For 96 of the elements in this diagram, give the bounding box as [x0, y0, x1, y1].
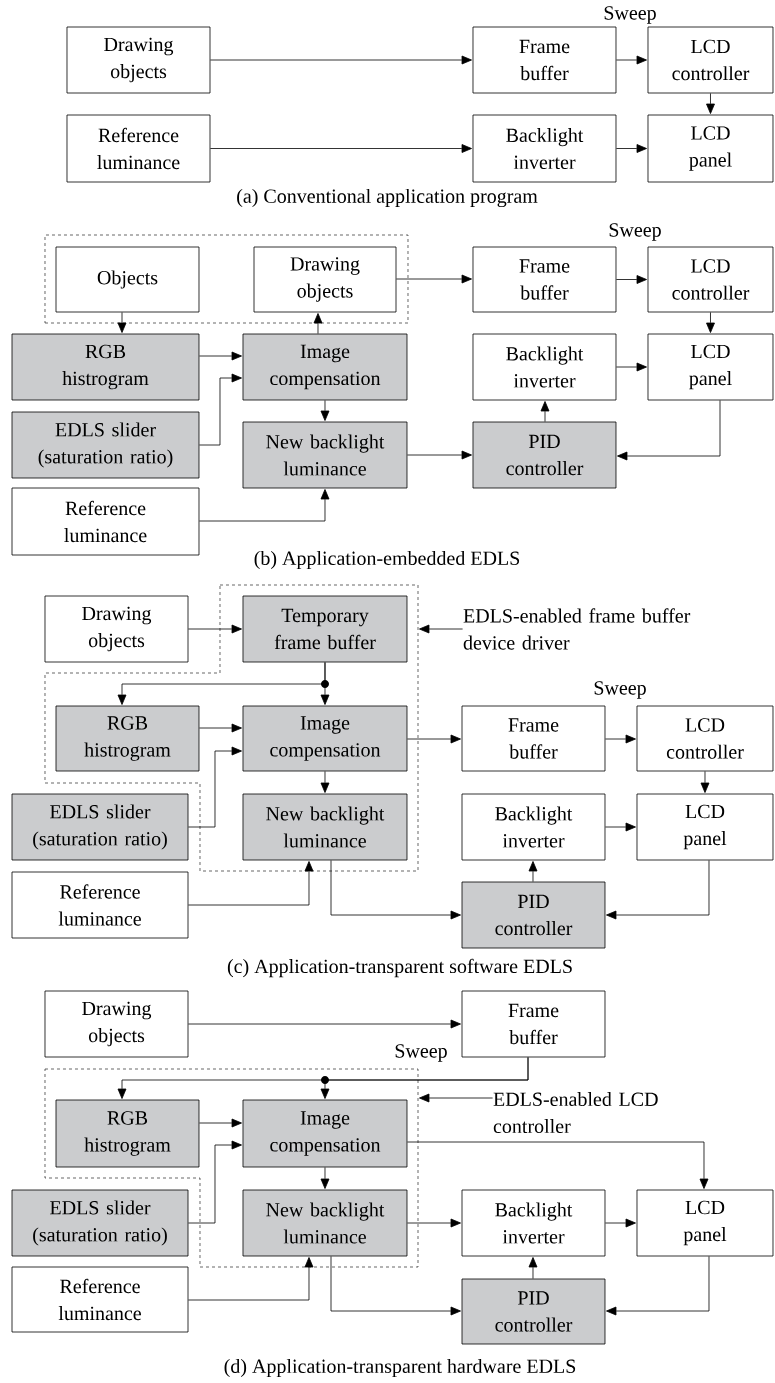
process-box: Reference luminance	[66, 114, 211, 183]
process-box: Temporary frame buffer	[242, 595, 408, 663]
arrow	[396, 274, 472, 284]
process-box: Reference luminance	[11, 1266, 189, 1333]
process-box: Drawing objects	[66, 26, 211, 94]
arrow	[199, 1118, 242, 1128]
arrow	[313, 313, 323, 334]
process-box: Frame buffer	[472, 26, 617, 94]
process-box: LCD panel	[647, 114, 774, 183]
process-box: Frame buffer	[461, 990, 606, 1058]
process-box: LCD panel	[647, 333, 774, 401]
arrow	[617, 400, 721, 461]
arrow	[117, 1057, 529, 1099]
arrow	[320, 1167, 330, 1189]
process-box: Backlight inverter	[472, 114, 617, 183]
caption: (a) Conventional application program	[237, 188, 538, 208]
process-box: LCD controller	[647, 26, 774, 94]
arrow	[419, 624, 463, 634]
arrow	[320, 400, 330, 421]
process-box: LCD controller	[647, 246, 774, 313]
arrow	[706, 93, 715, 114]
arrow	[528, 1257, 538, 1279]
arrow	[700, 771, 710, 793]
arrow	[407, 450, 472, 460]
process-box: Reference luminance	[11, 871, 189, 939]
process-box: Frame buffer	[461, 705, 606, 772]
process-box: Reference luminance	[11, 487, 200, 556]
annotation-text: EDLS-enabled LCD controller	[493, 1091, 658, 1134]
arrow	[605, 734, 636, 744]
caption: (d) Application-transparent hardware EDLS	[224, 1358, 576, 1378]
annotation-text: EDLS-enabled frame buffer device driver	[463, 608, 691, 650]
process-box: New backlight luminance	[242, 421, 408, 489]
sweep-label: Sweep	[594, 681, 646, 699]
arrow	[199, 489, 330, 522]
process-box: RGB histrogram	[55, 705, 200, 772]
sweep-label: Sweep	[604, 6, 656, 24]
arrow	[117, 662, 326, 705]
arrow	[616, 144, 647, 153]
process-box: LCD panel	[636, 793, 774, 861]
process-box: Backlight inverter	[472, 333, 617, 401]
arrow	[188, 746, 242, 828]
process-box: PID controller	[472, 421, 617, 489]
arrow	[616, 275, 647, 284]
process-box: Image compensation	[242, 1099, 408, 1168]
arrow	[616, 55, 647, 65]
arrow	[407, 1218, 461, 1228]
arrow	[199, 351, 242, 361]
process-box: Image compensation	[242, 333, 408, 401]
arrow	[188, 624, 242, 634]
process-box: Objects	[55, 246, 200, 313]
arrow	[407, 1141, 709, 1189]
sweep-label: Sweep	[609, 223, 661, 241]
dashed-group	[44, 234, 409, 324]
process-box: Drawing objects	[44, 990, 189, 1058]
process-box: EDLS slider (saturation ratio)	[11, 411, 200, 479]
arrow	[540, 401, 550, 422]
arrow	[616, 362, 647, 372]
arrow	[188, 1140, 242, 1224]
arrow	[605, 1218, 636, 1228]
process-box: PID controller	[461, 881, 606, 949]
arrow	[605, 822, 636, 832]
process-box: Image compensation	[242, 705, 408, 772]
arrow	[199, 723, 242, 733]
arrow	[188, 1019, 461, 1029]
arrow	[188, 861, 314, 906]
process-box: Drawing objects	[44, 595, 189, 663]
arrow	[706, 312, 715, 333]
arrow	[330, 860, 461, 920]
caption: (b) Application-embedded EDLS	[254, 550, 520, 570]
arrow	[117, 312, 127, 333]
sweep-label: Sweep	[395, 1044, 447, 1062]
caption: (c) Application-transparent software EDLS	[227, 958, 572, 978]
process-box: Drawing objects	[253, 246, 397, 313]
process-box: LCD panel	[636, 1189, 774, 1257]
process-box: New backlight luminance	[242, 1189, 408, 1257]
arrow	[210, 55, 472, 65]
arrow	[528, 861, 538, 882]
arrow	[320, 771, 330, 793]
arrow	[606, 1256, 710, 1316]
arrow	[606, 860, 710, 920]
process-box: Frame buffer	[472, 246, 617, 313]
arrow	[188, 1257, 314, 1301]
process-box: EDLS slider (saturation ratio)	[11, 1189, 189, 1257]
process-box: New backlight luminance	[242, 793, 408, 861]
process-box: EDLS slider (saturation ratio)	[11, 793, 189, 861]
process-box: PID controller	[461, 1278, 606, 1345]
arrow	[199, 373, 242, 446]
process-box: RGB histrogram	[55, 1099, 200, 1168]
arrow	[330, 1256, 461, 1316]
process-box: Backlight inverter	[461, 1189, 606, 1257]
arrow	[407, 734, 461, 744]
arrow	[419, 1093, 493, 1103]
arrow	[210, 144, 472, 153]
process-box: LCD controller	[636, 705, 774, 772]
process-box: RGB histrogram	[11, 333, 200, 401]
process-box: Backlight inverter	[461, 793, 606, 861]
